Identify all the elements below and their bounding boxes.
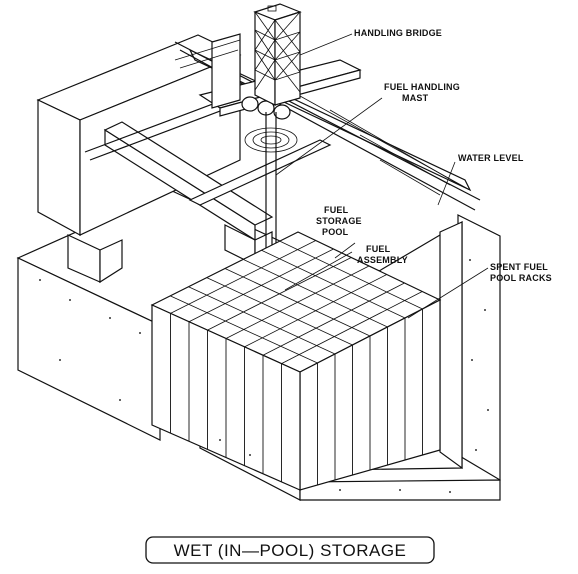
label-fuel-assembly: FUEL ASSEMBLY bbox=[357, 244, 408, 265]
spent-fuel-pool-racks bbox=[150, 231, 442, 491]
label-fuel-handling-mast: FUEL HANDLING MAST bbox=[384, 82, 463, 103]
diagram-title: WET (IN—POOL) STORAGE bbox=[145, 536, 435, 564]
concrete-texture bbox=[39, 259, 489, 493]
label-fuel-storage-pool-line3: POOL bbox=[322, 227, 349, 237]
label-fuel-storage-pool: FUEL STORAGE POOL bbox=[316, 205, 364, 237]
label-fuel-storage-pool-line1: FUEL bbox=[324, 205, 349, 215]
diagram-labels: HANDLING BRIDGE FUEL HANDLING MAST WATER… bbox=[316, 28, 552, 283]
label-spent-fuel-pool-racks: SPENT FUEL POOL RACKS bbox=[490, 262, 552, 283]
rack-grid-line bbox=[243, 259, 388, 328]
rack-grid-line bbox=[261, 249, 406, 319]
mast-tower bbox=[253, 3, 302, 106]
title-frame bbox=[145, 536, 435, 564]
label-handling-bridge: HANDLING BRIDGE bbox=[354, 28, 442, 38]
water-surface bbox=[174, 39, 471, 196]
rack-grid-line bbox=[262, 282, 405, 356]
leader-lines bbox=[275, 33, 489, 319]
label-fuel-handling-mast-line2: MAST bbox=[402, 93, 429, 103]
rack-grid-line bbox=[279, 240, 423, 310]
label-fuel-assembly-line1: FUEL bbox=[366, 244, 391, 254]
label-fuel-assembly-line2: ASSEMBLY bbox=[357, 255, 408, 265]
rack-grid-line bbox=[281, 291, 423, 364]
rack-grid-line bbox=[225, 265, 370, 339]
label-water-level: WATER LEVEL bbox=[458, 153, 524, 163]
rack-grid-line bbox=[244, 274, 387, 348]
label-fuel-storage-pool-line2: STORAGE bbox=[316, 216, 362, 226]
title-text: WET (IN—POOL) STORAGE bbox=[174, 541, 407, 560]
label-spent-fuel-pool-racks-line2: POOL RACKS bbox=[490, 273, 552, 283]
label-spent-fuel-pool-racks-line1: SPENT FUEL bbox=[490, 262, 548, 272]
label-fuel-handling-mast-line1: FUEL HANDLING bbox=[384, 82, 460, 92]
